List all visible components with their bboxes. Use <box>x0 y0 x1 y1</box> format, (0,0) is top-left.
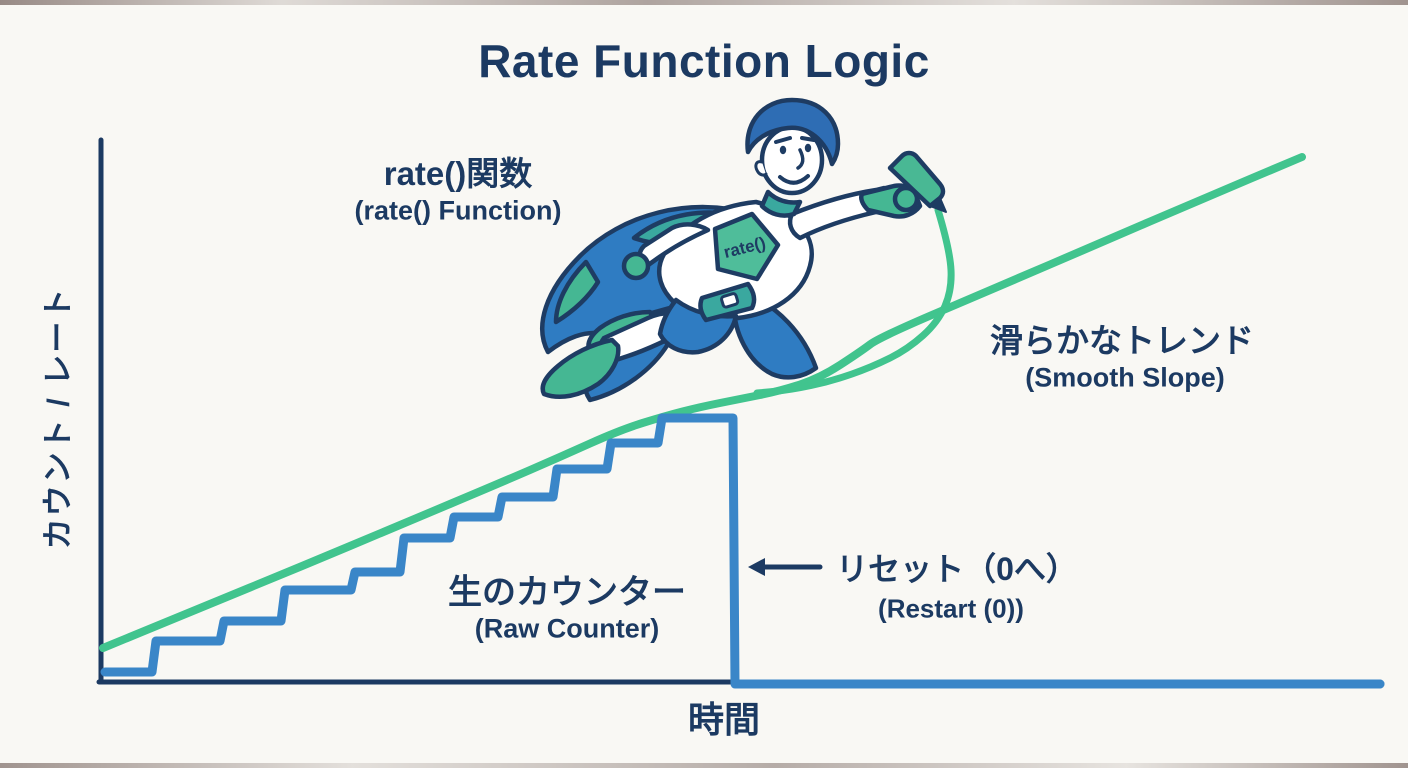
superhero-brow-right <box>800 136 816 142</box>
page-title: Rate Function Logic <box>478 35 930 87</box>
raw-counter-line <box>100 413 1385 689</box>
smooth-slope-label-jp: 滑らかなトレンド <box>990 322 1254 359</box>
superhero-right-hand <box>892 185 920 213</box>
superhero-brow-left <box>774 136 792 144</box>
superhero-front-boot <box>540 337 621 399</box>
reset-arrow-head <box>748 558 765 576</box>
superhero-belt-buckle <box>720 292 740 309</box>
smooth-trend-line <box>99 153 1306 652</box>
raw-counter-label-jp: 生のカウンター <box>448 573 686 612</box>
raw-counter-label-en: (Raw Counter) <box>474 613 660 644</box>
superhero-collar <box>759 189 803 218</box>
superhero-hair <box>745 97 841 167</box>
rate-function-label-jp: rate()関数 <box>383 155 533 192</box>
pen-tip <box>929 197 947 213</box>
reset-arrow <box>748 558 823 576</box>
superhero-cape-teal-accent-2 <box>553 259 601 325</box>
rate-function-label-en: (rate() Function) <box>354 195 562 226</box>
chart-lines <box>96 137 1385 689</box>
smooth-slope-label-en: (Smooth Slope) <box>1025 362 1225 393</box>
superhero-chest-emblem <box>712 211 781 282</box>
reset-label-en: (Restart (0)) <box>878 593 1024 624</box>
superhero-character: rate() <box>540 97 947 403</box>
pen-icon <box>887 150 946 209</box>
x-axis-label: 時間 <box>687 699 761 740</box>
superhero-eye-left <box>779 145 787 155</box>
superhero-left-fist <box>621 251 651 281</box>
superhero-smile <box>778 174 810 185</box>
superhero-eye-right <box>804 143 812 153</box>
superhero-ear <box>754 160 768 177</box>
pen-stroke-line <box>753 206 955 397</box>
y-axis-label: カウント / レート <box>40 286 76 550</box>
reset-label-jp: リセット（0へ） <box>836 551 1078 587</box>
superhero-nose <box>796 148 805 170</box>
